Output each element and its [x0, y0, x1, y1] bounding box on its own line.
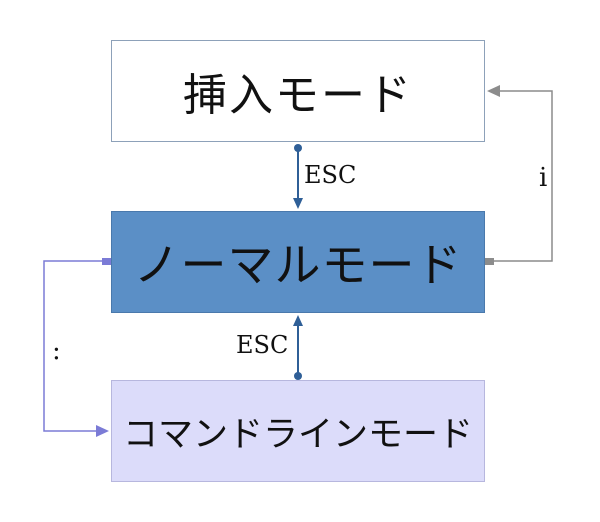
- esc-edge-command-to-normal: [293, 315, 303, 380]
- i-edge-path: [494, 90, 553, 262]
- esc-edge-insert-to-normal: [293, 144, 303, 209]
- esc-down-source-dot: [294, 144, 302, 152]
- colon-edge-normal-to-command: [43, 258, 111, 437]
- i-key-label: i: [539, 163, 548, 193]
- colon-edge-source-marker: [102, 258, 111, 265]
- esc-up-arrowhead: [293, 315, 303, 326]
- normal-mode-node: ノーマルモード: [111, 211, 485, 313]
- colon-edge-arrowhead: [96, 425, 109, 437]
- i-edge-arrowhead: [487, 85, 500, 97]
- colon-key-label: :: [52, 336, 61, 366]
- esc-command-to-normal-label: ESC: [236, 331, 289, 359]
- esc-down-arrowhead: [293, 198, 303, 209]
- insert-mode-node: 挿入モード: [111, 40, 485, 142]
- command-line-mode-node: コマンドラインモード: [111, 380, 485, 482]
- esc-up-source-dot: [294, 372, 302, 380]
- esc-insert-to-normal-label: ESC: [304, 161, 357, 189]
- i-edge-normal-to-insert: [485, 85, 553, 265]
- command-line-mode-label: コマンドラインモード: [122, 414, 473, 455]
- normal-mode-label: ノーマルモード: [133, 238, 463, 292]
- colon-edge-path: [43, 260, 102, 432]
- insert-mode-label: 挿入モード: [183, 70, 413, 121]
- i-edge-source-marker: [485, 258, 494, 265]
